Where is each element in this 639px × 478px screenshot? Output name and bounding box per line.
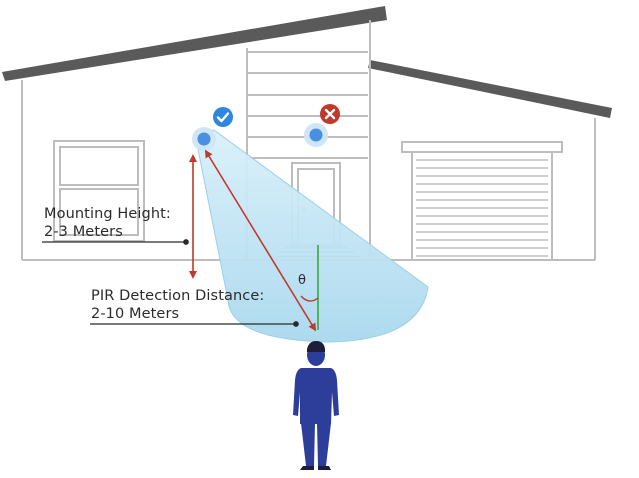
house-roof [2,6,612,118]
angle-theta-label: θ [298,273,306,288]
mounting-height-label: Mounting Height: 2-3 Meters [44,205,171,241]
checkmark-icon [213,107,233,127]
window [53,140,145,242]
detection-distance-arrow [204,149,317,332]
pir-distance-title: PIR Detection Distance: [91,288,265,304]
angle-arc [300,295,319,302]
mounting-height-title: Mounting Height: [44,206,171,222]
mounting-height-value: 2-3 Meters [44,224,123,240]
label-leader-lines [42,239,299,327]
person-figure [293,341,339,470]
pir-distance-value: 2-10 Meters [91,306,180,322]
cross-icon [320,104,340,124]
sensor-incorrect-mount [304,123,328,147]
sensor-correct-mount [192,127,216,151]
garage-door [401,141,563,261]
pir-distance-label: PIR Detection Distance: 2-10 Meters [91,287,264,323]
